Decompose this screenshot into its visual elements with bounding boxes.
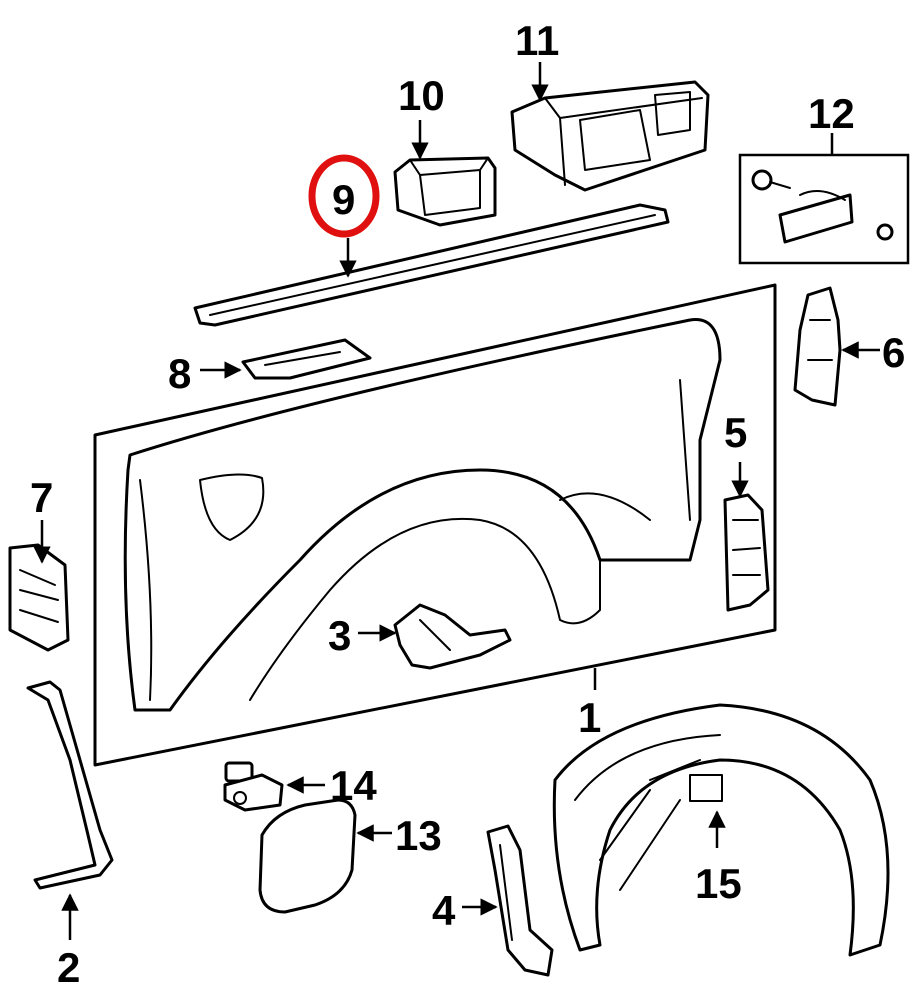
callout-11[interactable]: 11: [515, 17, 559, 64]
callout-14[interactable]: 14: [330, 762, 377, 809]
rail-bracket-part[interactable]: [241, 338, 372, 380]
connector-part[interactable]: [223, 761, 284, 812]
fuel-door-part[interactable]: [258, 798, 357, 914]
callout-1[interactable]: 1: [578, 694, 601, 741]
bracket-part[interactable]: [393, 603, 512, 670]
box-part-10[interactable]: [393, 156, 497, 227]
callout-5[interactable]: 5: [724, 409, 747, 456]
callout-4[interactable]: 4: [432, 887, 456, 934]
callout-8[interactable]: 8: [168, 350, 191, 397]
callout-7[interactable]: 7: [30, 474, 53, 521]
moulding-strip-part[interactable]: [193, 203, 670, 327]
rod-part[interactable]: [26, 680, 114, 890]
callout-3[interactable]: 3: [328, 612, 351, 659]
brace-part[interactable]: [486, 824, 554, 977]
callout-12[interactable]: 12: [808, 90, 855, 137]
callout-9[interactable]: 9: [332, 176, 355, 223]
hinge-plate-part[interactable]: [8, 543, 70, 652]
hardware-kit-part[interactable]: [738, 153, 910, 265]
callout-2[interactable]: 2: [57, 944, 80, 991]
panel-part-5[interactable]: [723, 493, 770, 612]
bracket-part-6[interactable]: [793, 286, 842, 407]
wheel-liner-part[interactable]: [552, 703, 890, 957]
highlight-ring: [308, 154, 380, 238]
callout-6[interactable]: 6: [882, 329, 905, 376]
fender-panel-part[interactable]: [93, 283, 777, 767]
callout-13[interactable]: 13: [395, 812, 442, 859]
storage-box-part[interactable]: [510, 80, 710, 192]
callout-10[interactable]: 10: [398, 72, 445, 119]
callout-15[interactable]: 15: [695, 860, 742, 907]
